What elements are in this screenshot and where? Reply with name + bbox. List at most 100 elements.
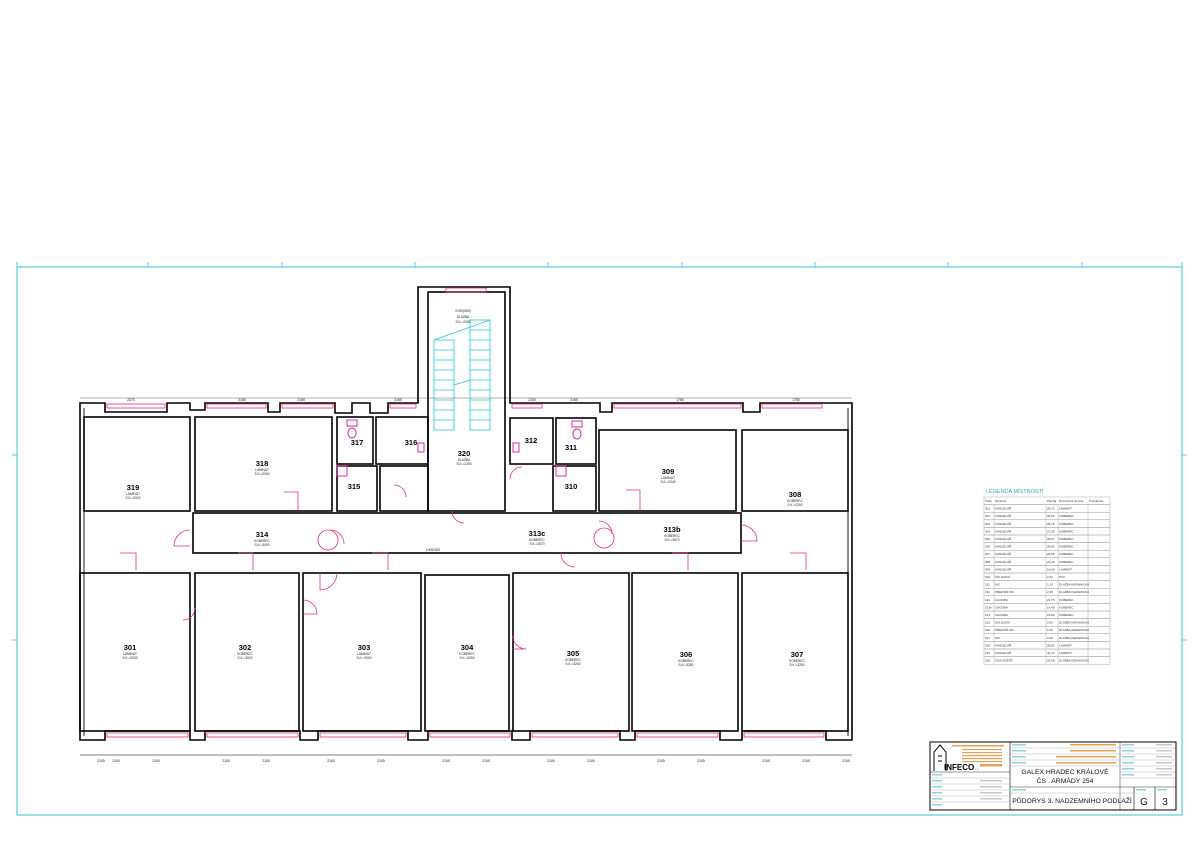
room-number-313b: 313b	[663, 525, 681, 534]
room-number-319: 319	[127, 483, 140, 492]
legend-cell: ÚKLIDOVÁ	[995, 574, 1010, 579]
top-dimension: 2150	[528, 398, 536, 402]
drawing-title: PŮDORYS 3. NADZEMNÍHO PODLAŽÍ	[1012, 796, 1132, 805]
room-floor-313b: KOBEREC	[664, 534, 680, 538]
room-number-320: 320	[458, 449, 471, 458]
bottom-dimension: 2100	[327, 759, 335, 763]
legend-cell: 32,34	[1047, 651, 1055, 655]
room-number-302: 302	[239, 643, 252, 652]
room-floor-304: KOBEREC	[459, 652, 475, 656]
legend-header-cell: Číslo	[985, 498, 992, 503]
stair-top-mark: 2190(300)	[455, 309, 470, 313]
legend-cell: PŘEDSÍŇ WC	[995, 589, 1015, 594]
legend-cell: DLAŽBA KERAMICKÁ	[1059, 627, 1089, 632]
stair-floor-label: DLAŽBA	[457, 314, 470, 319]
logo-house-icon	[933, 744, 947, 771]
legend-cell: KANCELÁŘ	[995, 521, 1012, 526]
legend-cell: 307	[985, 552, 990, 556]
room-floor-314: KOBEREC	[254, 539, 270, 543]
room-floor-318: LAMINÁT	[255, 468, 269, 472]
legend-cell: 2,63	[1047, 575, 1053, 579]
sheet-number: 3	[1162, 797, 1168, 808]
bottom-dimension: 2100	[547, 759, 555, 763]
title-block: INFECO s.r.o.	[929, 741, 1177, 811]
room-floor-301: LAMINÁT	[123, 652, 137, 656]
legend-cell: KANCELÁŘ	[995, 513, 1012, 518]
legend-cell: 29,12	[1047, 507, 1055, 511]
legend-cell: 28,85	[1047, 545, 1055, 549]
interior-walls	[79, 291, 849, 732]
legend-cell: 320	[985, 659, 990, 663]
room-area-314: S.K.=3000	[255, 543, 270, 547]
legend-cell: 28,62	[1047, 514, 1055, 518]
legend-cell: WC	[995, 583, 1001, 587]
room-area-313c: S.K.=2670	[530, 542, 545, 546]
bottom-dimension: 2100	[377, 759, 385, 763]
room-floor-302: KOBEREC	[237, 652, 253, 656]
legend-cell: 14,40	[1047, 605, 1055, 609]
legend-cell: 24,28	[1047, 560, 1055, 564]
legend-cell: 308	[985, 560, 990, 564]
bottom-dimension: 2100	[262, 759, 270, 763]
legend-cell: 312	[985, 590, 990, 594]
room-labels: 319LAMINÁTS.K.=2000318LAMINÁTS.K.=200031…	[123, 436, 806, 667]
legend-cell: 2,25	[1047, 590, 1053, 594]
legend-cell: PŘEDSÍŇ WC	[995, 627, 1015, 632]
legend-cell: WC	[995, 636, 1001, 640]
bottom-dimension: 2100	[112, 759, 120, 763]
logo-suffix: s.r.o.	[973, 767, 979, 771]
room-floor-305: KOBEREC	[565, 658, 581, 662]
legend-cell: KANCELÁŘ	[995, 528, 1012, 533]
legend-cell: KOBEREC	[1059, 552, 1075, 556]
legend-cell: KOBEREC	[1059, 537, 1075, 541]
legend-cell: KOBEREC	[1059, 598, 1075, 602]
company-logo: INFECO	[944, 763, 974, 772]
room-area-318: S.K.=2000	[255, 472, 270, 476]
room-number-304: 304	[461, 643, 474, 652]
legend-cell: KOBEREC	[1059, 522, 1075, 526]
bottom-dimension: 2100	[762, 759, 770, 763]
legend-cell: 317	[985, 636, 990, 640]
legend-cell: 316	[985, 628, 990, 632]
legend-cell: LAMINÁT	[1059, 643, 1072, 647]
legend-cell: 302	[985, 514, 990, 518]
room-floor-306: KOBEREC	[678, 659, 694, 663]
bottom-dimension: 2100	[842, 759, 850, 763]
project-name: GALEX HRADEC KRÁLOVÉ	[1021, 767, 1109, 776]
room-number-310: 310	[565, 482, 578, 491]
legend-cell: DLAŽBA KERAMICKÁ	[1059, 589, 1089, 594]
room-area-302: S.K.=3000	[238, 656, 253, 660]
top-dimension: 2150	[570, 398, 578, 402]
room-area-313b: S.K.=2670	[665, 538, 680, 542]
room-area-319: S.K.=2000	[126, 496, 141, 500]
legend-cell: 28,82	[1047, 643, 1055, 647]
room-number-317: 317	[351, 438, 364, 447]
company-address-lines	[952, 745, 1004, 767]
legend-cell: 319	[985, 651, 990, 655]
legend-cell: 2,63	[1047, 621, 1053, 625]
legend-cell: 28,87	[1047, 537, 1055, 541]
room-floor-320: DLAŽBA	[458, 457, 471, 462]
legend-cell: 19,60	[1047, 567, 1055, 571]
legend-cell: CHODBA	[995, 613, 1008, 617]
legend-cell: 314	[985, 613, 990, 617]
bottom-dimension: 2100	[587, 759, 595, 763]
legend-cell: KANCELÁŘ	[995, 559, 1012, 564]
legend-cell: 301	[985, 507, 990, 511]
legend-cell: KOBEREC	[1059, 529, 1075, 533]
doors	[120, 466, 807, 650]
legend-row: 312 PŘEDSÍŇ WC 2,25 DLAŽBA KERAMICKÁ	[983, 588, 1111, 597]
room-area-306: S.K.=3250	[679, 663, 694, 667]
legend-cell: DLAŽBA KERAMICKÁ	[1059, 658, 1089, 663]
legend-cell: 306	[985, 545, 990, 549]
